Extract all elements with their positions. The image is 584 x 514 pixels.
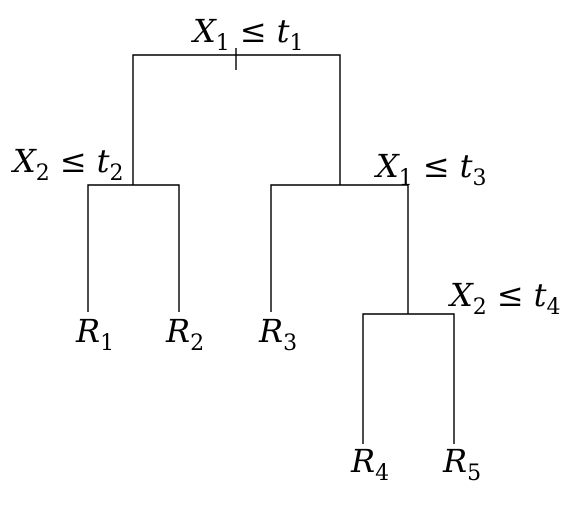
- leaf-label-r1: R1: [75, 312, 114, 356]
- tree-edges: [87, 48, 455, 444]
- edge-left-split: [87, 184, 180, 312]
- leaf-label-r5: R5: [442, 442, 481, 486]
- edge-root: [132, 54, 341, 185]
- split-label-right: X1≤t3: [373, 147, 486, 191]
- split-label-root: X1≤t1: [190, 12, 303, 56]
- leaf-label-r4: R4: [350, 442, 389, 486]
- edge-right-split: [270, 184, 409, 314]
- edge-right2-split: [362, 313, 455, 444]
- split-label-right2: X2≤t4: [447, 276, 560, 320]
- split-label-left: X2≤t2: [10, 142, 123, 186]
- leaf-label-r2: R2: [165, 312, 204, 356]
- leaf-label-r3: R3: [258, 312, 297, 356]
